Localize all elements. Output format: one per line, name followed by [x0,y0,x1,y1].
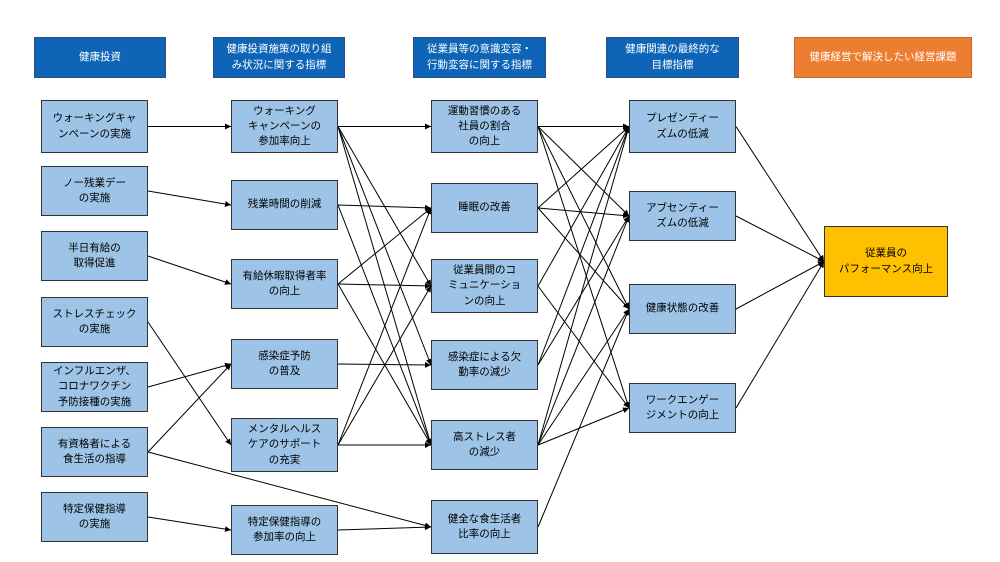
edge-a4-b5 [147,321,232,446]
node-diet-guidance: 有資格者による 食生活の指導 [41,427,148,477]
edge-c1-d2 [537,126,630,217]
edge-d3-e1 [735,261,825,310]
edge-b3-c3 [337,282,432,289]
header-behavior-change-indicators: 従業員等の意識変容・ 行動変容に関する指標 [413,37,546,78]
node-walking-participation: ウォーキング キャンペーンの 参加率向上 [231,100,338,153]
edge-d2-e1 [735,215,825,262]
edge-c1-d4 [537,126,631,409]
node-stress-check: ストレスチェック の実施 [41,297,148,347]
edge-d4-e1 [735,261,825,409]
edge-b6-c6 [337,524,432,531]
edge-a5-b4 [147,362,232,388]
edge-c5-d4 [537,407,630,446]
edge-b1-c5 [337,126,433,446]
edge-b5-c2 [337,207,432,446]
edge-a6-b4 [147,363,232,453]
node-guidance-participation: 特定保健指導の 参加率の向上 [231,505,338,555]
node-sleep-improvement: 睡眠の改善 [431,183,538,233]
edge-c5-d1 [537,126,631,446]
edge-c4-d1 [537,126,630,366]
node-mental-health-support: メンタルヘルス ケアのサポート の充実 [231,418,338,472]
edge-a2-b2 [147,190,232,207]
node-infection-absence: 感染症による欠 勤率の減少 [431,340,538,390]
node-absenteeism: アブセンティー ズムの低減 [629,191,736,241]
edge-a7-b6 [147,516,232,533]
header-final-goal-indicators: 健康関連の最終的な 目標指標 [606,37,739,78]
edge-b3-c2 [337,207,432,285]
edge-c2-d1 [537,126,630,209]
node-healthy-diet-rate: 健全な食生活者 比率の向上 [431,500,538,554]
node-high-stress: 高ストレス者 の減少 [431,420,538,470]
node-half-day-leave: 半日有給の 取得促進 [41,231,148,281]
header-business-issue: 健康経営で解決したい経営課題 [794,37,972,78]
node-exercise-habit: 運動習慣のある 社員の割合 の向上 [431,100,538,153]
node-work-engagement: ワークエンゲー ジメントの向上 [629,383,736,433]
edge-a3-b3 [147,255,232,285]
node-infection-prevention: 感染症予防 の普及 [231,339,338,389]
edge-c3-d1 [537,126,630,287]
node-communication: 従業員間のコ ミュニケーショ ンの向上 [431,259,538,313]
node-no-overtime-day: ノー残業デー の実施 [41,166,148,216]
edge-c2-d2 [537,207,630,219]
edge-b2-c5 [337,204,432,446]
node-overtime-reduction: 残業時間の削減 [231,180,338,230]
edge-b4-c4 [337,361,432,368]
edge-c2-d3 [537,207,630,310]
node-walking-campaign: ウォーキングキャ ンペーンの実施 [41,100,148,153]
node-specific-health-guidance: 特定保健指導 の実施 [41,492,148,542]
edge-d1-e1 [735,126,825,262]
edge-a6-c6 [147,451,432,529]
node-employee-performance: 従業員の パフォーマンス向上 [824,226,948,297]
edge-b5-c3 [337,285,432,446]
edge-c6-d3 [537,308,630,528]
edge-b2-c2 [337,204,432,211]
edge-c5-d2 [537,215,630,446]
edge-c4-d2 [537,215,630,366]
header-health-investment: 健康投資 [34,37,166,78]
node-presenteeism: プレゼンティー ズムの低減 [629,100,736,153]
edge-c3-d4 [537,285,630,409]
node-paid-leave-rate: 有給休暇取得者率 の向上 [231,259,338,309]
header-initiative-indicators: 健康投資施策の取り組 み状況に関する指標 [213,37,345,78]
node-health-status: 健康状態の改善 [629,284,736,334]
edge-c5-d3 [537,308,630,446]
edge-c1-d3 [537,126,630,310]
node-vaccination: インフルエンザ、 コロナワクチン 予防接種の実施 [41,362,148,412]
